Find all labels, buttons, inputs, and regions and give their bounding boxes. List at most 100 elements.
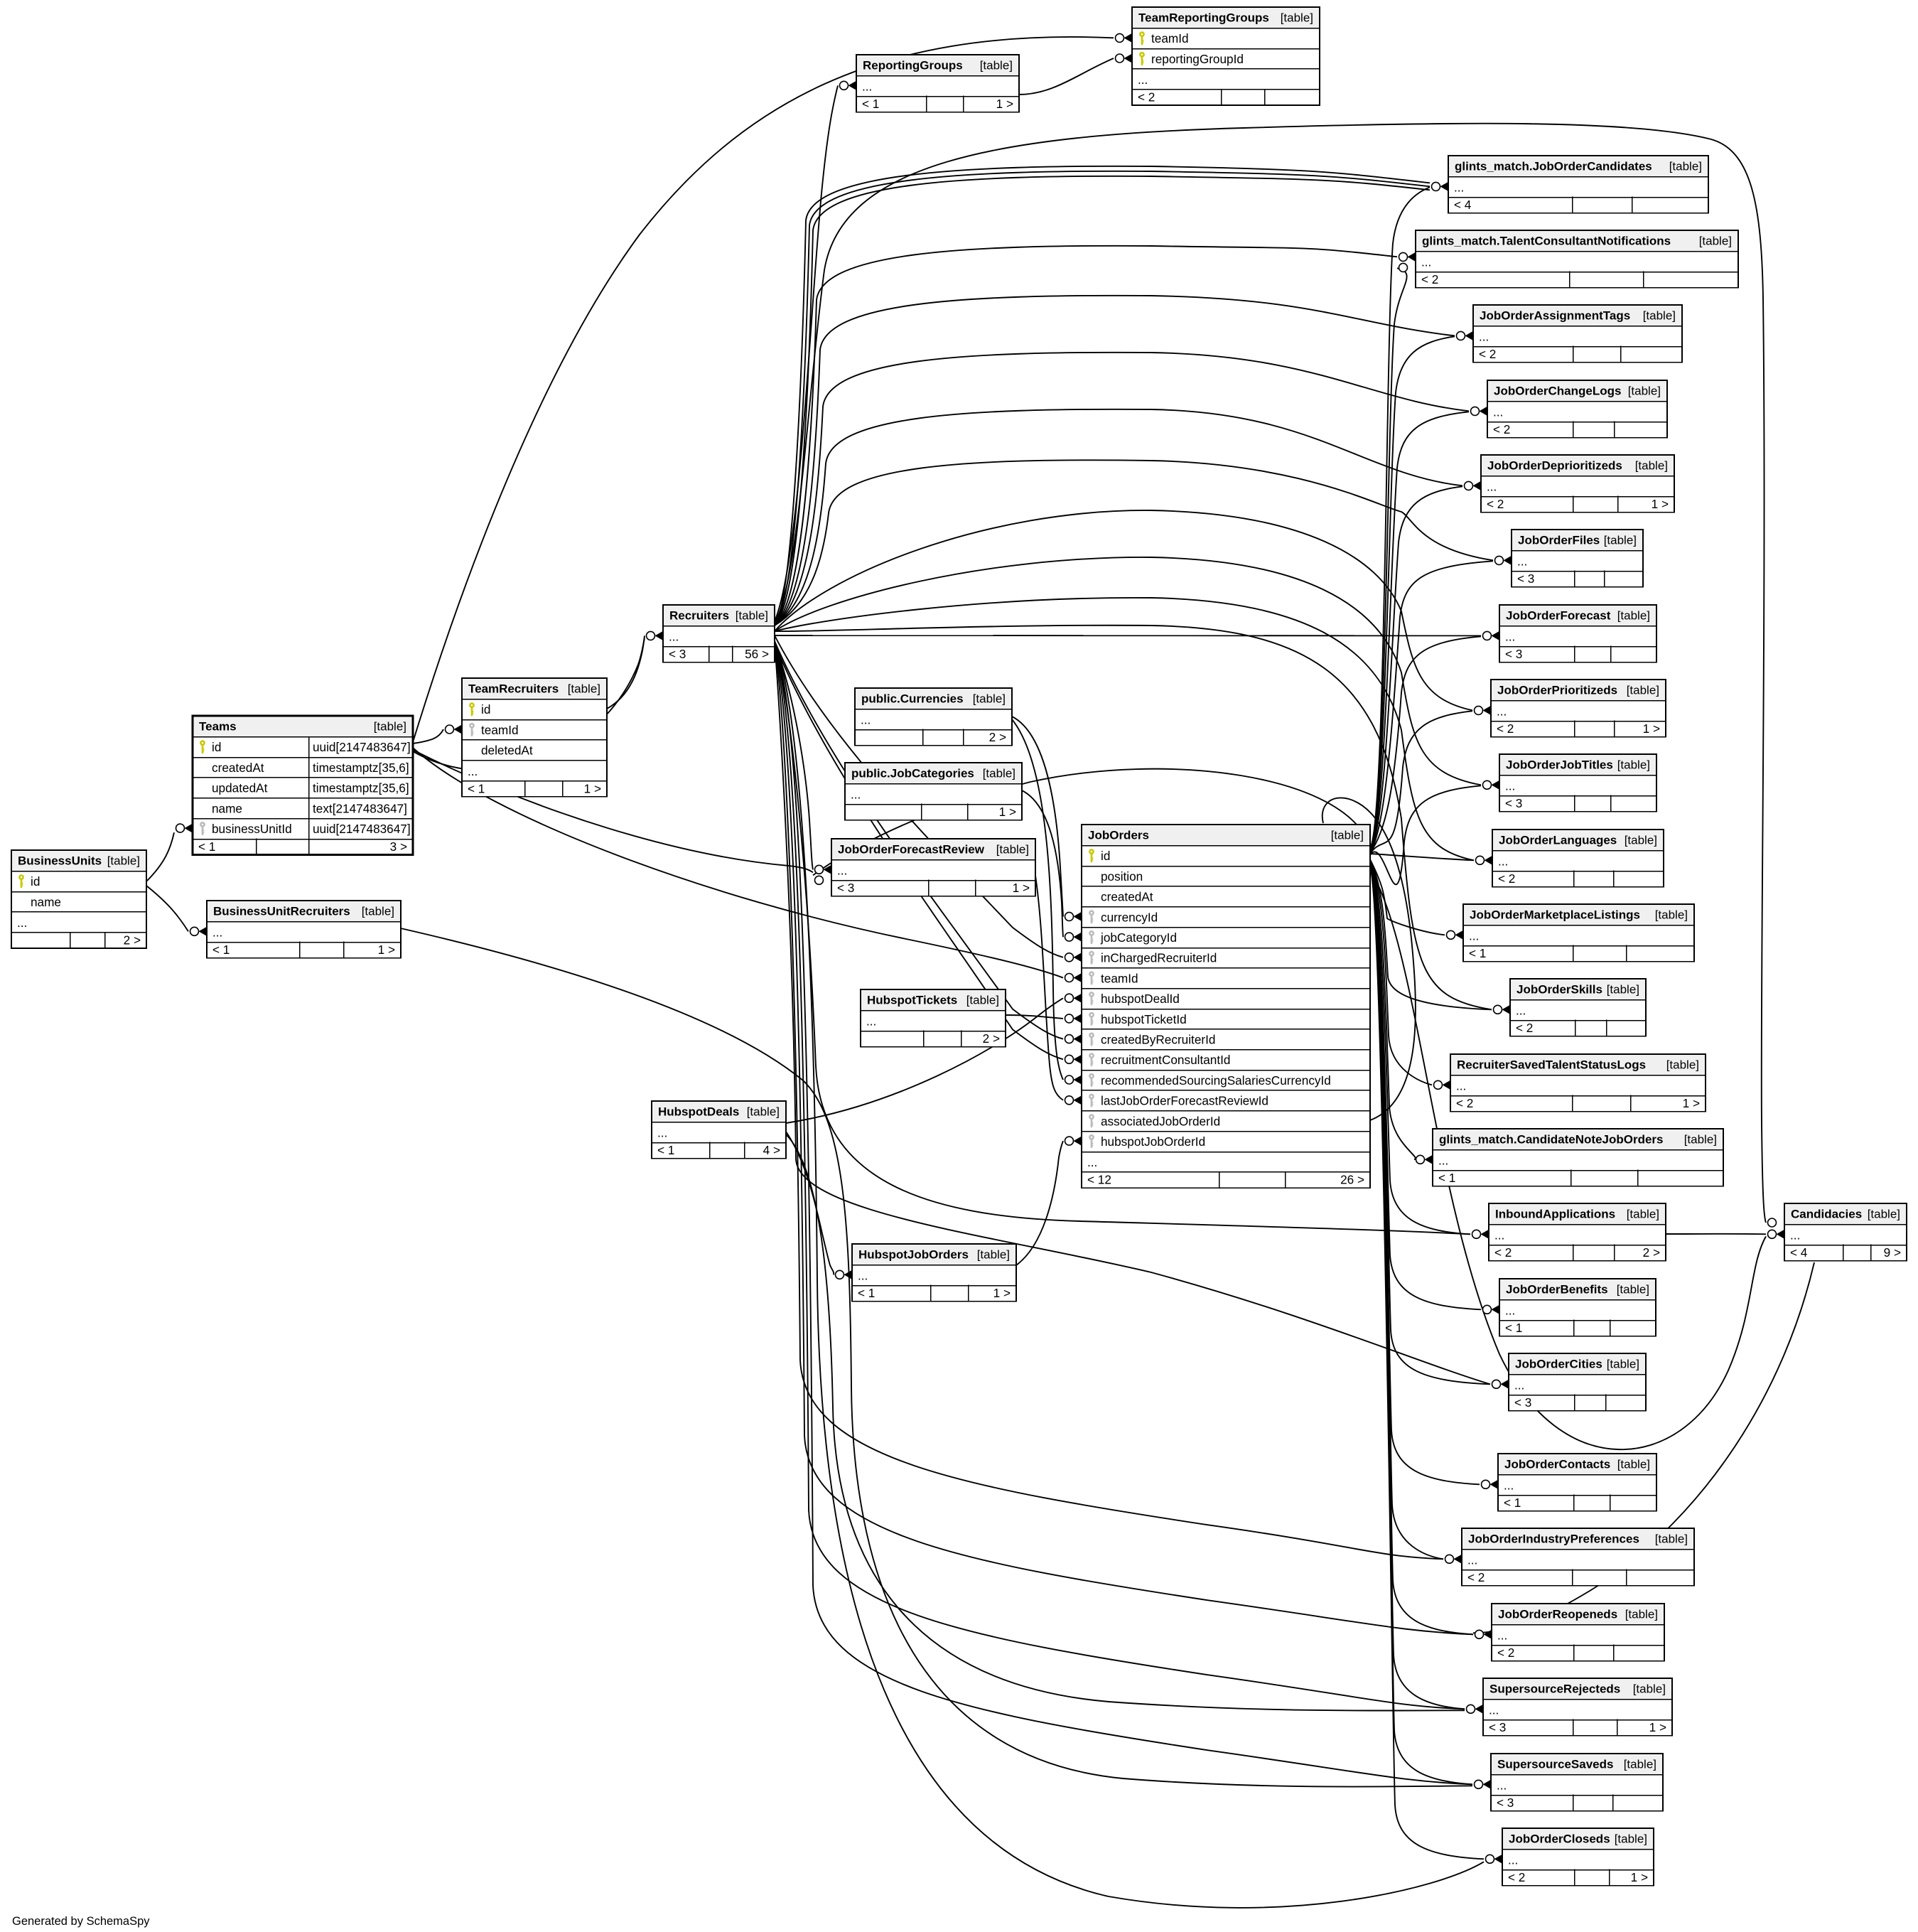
svg-text:[table]: [table] [996,843,1029,857]
svg-text:< 2: < 2 [1487,497,1504,511]
svg-text:1 >: 1 > [996,97,1013,111]
svg-text:timestamptz[35,6]: timestamptz[35,6] [313,761,409,775]
svg-text:...: ... [1489,1703,1499,1717]
svg-text:[table]: [table] [1627,684,1659,697]
svg-text:name: name [31,895,61,909]
svg-text:...: ... [1493,405,1503,419]
svg-text:lastJobOrderForecastReviewId: lastJobOrderForecastReviewId [1101,1094,1268,1108]
svg-text:...: ... [1505,1304,1515,1318]
svg-text:JobOrderDeprioritizeds: JobOrderDeprioritizeds [1487,459,1622,473]
svg-text:id: id [1101,849,1110,863]
svg-text:9 >: 9 > [1884,1245,1901,1260]
svg-text:hubspotDealId: hubspotDealId [1101,992,1180,1006]
svg-text:< 2: < 2 [1456,1096,1473,1110]
svg-text:[table]: [table] [1625,1607,1658,1621]
svg-text:< 4: < 4 [1790,1245,1808,1260]
svg-text:4 >: 4 > [763,1143,780,1157]
svg-text:[table]: [table] [973,692,1006,706]
svg-text:< 3: < 3 [1489,1720,1506,1734]
svg-text:1 >: 1 > [1652,497,1669,511]
svg-text:createdByRecruiterId: createdByRecruiterId [1101,1033,1215,1047]
svg-text:jobCategoryId: jobCategoryId [1100,930,1177,945]
svg-text:JobOrderCities: JobOrderCities [1515,1358,1602,1371]
svg-text:...: ... [468,764,478,778]
svg-text:< 2: < 2 [1497,1646,1514,1660]
svg-text:[table]: [table] [747,1105,780,1119]
svg-text:< 1: < 1 [1469,946,1486,960]
svg-text:...: ... [866,1014,876,1029]
svg-text:InboundApplications: InboundApplications [1495,1208,1615,1221]
svg-text:< 1: < 1 [1504,1496,1521,1510]
svg-text:BusinessUnitRecruiters: BusinessUnitRecruiters [213,905,350,918]
svg-text:JobOrderFiles: JobOrderFiles [1518,534,1600,547]
svg-text:< 1: < 1 [858,1286,875,1300]
svg-text:[table]: [table] [983,767,1015,780]
svg-text:2 >: 2 > [989,730,1006,744]
svg-text:...: ... [1514,1378,1524,1392]
svg-text:inChargedRecruiterId: inChargedRecruiterId [1101,951,1217,965]
svg-text:[table]: [table] [966,994,999,1007]
svg-text:[table]: [table] [107,854,140,868]
svg-text:createdAt: createdAt [212,761,264,775]
svg-text:26 >: 26 > [1340,1173,1364,1187]
svg-text:...: ... [862,80,872,94]
svg-text:...: ... [1467,1553,1477,1567]
svg-text:JobOrderPrioritizeds: JobOrderPrioritizeds [1497,684,1617,697]
svg-text:< 1: < 1 [657,1143,674,1157]
svg-text:[table]: [table] [1643,308,1676,322]
svg-text:...: ... [837,864,847,878]
svg-text:...: ... [1469,929,1479,943]
svg-text:[table]: [table] [736,609,768,623]
svg-text:...: ... [1505,779,1515,793]
svg-text:teamId: teamId [1151,31,1189,45]
svg-text:position: position [1101,869,1143,884]
svg-text:JobOrderAssignmentTags: JobOrderAssignmentTags [1480,308,1630,322]
svg-text:...: ... [1087,1155,1097,1169]
svg-text:< 1: < 1 [1438,1171,1455,1185]
svg-text:[table]: [table] [362,905,394,918]
svg-text:timestamptz[35,6]: timestamptz[35,6] [313,781,409,795]
svg-text:< 1: < 1 [198,839,215,854]
svg-text:< 4: < 4 [1454,198,1472,212]
svg-text:[table]: [table] [1635,459,1668,473]
svg-text:Candidacies: Candidacies [1791,1208,1862,1221]
svg-text:Teams: Teams [199,720,237,734]
svg-text:< 2: < 2 [1494,1245,1512,1260]
svg-text:...: ... [212,925,222,940]
svg-text:3 >: 3 > [390,839,407,854]
svg-text:BusinessUnits: BusinessUnits [18,854,102,868]
svg-text:< 3: < 3 [669,647,686,661]
svg-text:public.Currencies: public.Currencies [861,692,964,706]
svg-text:SupersourceRejecteds: SupersourceRejecteds [1489,1682,1620,1695]
svg-text:< 12: < 12 [1087,1173,1111,1187]
svg-text:id: id [31,874,40,889]
svg-text:< 3: < 3 [1505,796,1522,810]
svg-text:< 3: < 3 [1505,647,1522,661]
svg-text:...: ... [1456,1079,1466,1093]
svg-text:currencyId: currencyId [1101,910,1158,924]
svg-text:< 1: < 1 [862,97,879,111]
svg-text:[table]: [table] [1655,1532,1688,1545]
svg-text:[table]: [table] [1669,159,1702,173]
svg-text:...: ... [1438,1154,1448,1168]
svg-text:...: ... [1498,854,1508,869]
svg-text:public.JobCategories: public.JobCategories [851,767,974,780]
svg-text:< 3: < 3 [837,881,854,895]
svg-text:[table]: [table] [1617,1283,1649,1297]
svg-text:1 >: 1 > [999,805,1016,819]
svg-text:[table]: [table] [1624,1757,1656,1771]
svg-text:...: ... [669,630,679,644]
svg-text:< 3: < 3 [1497,1796,1514,1810]
svg-text:[table]: [table] [1607,983,1639,997]
svg-text:hubspotJobOrderId: hubspotJobOrderId [1101,1134,1205,1149]
svg-text:...: ... [1790,1228,1800,1243]
svg-text:HubspotTickets: HubspotTickets [867,994,957,1007]
svg-text:...: ... [1479,330,1489,344]
svg-text:2 >: 2 > [983,1031,1000,1046]
svg-text:1 >: 1 > [1013,881,1030,895]
svg-text:id: id [481,702,490,717]
svg-text:1 >: 1 > [378,943,395,957]
svg-text:[table]: [table] [1281,11,1313,24]
svg-text:< 1: < 1 [468,781,485,795]
svg-text:...: ... [1421,255,1431,269]
